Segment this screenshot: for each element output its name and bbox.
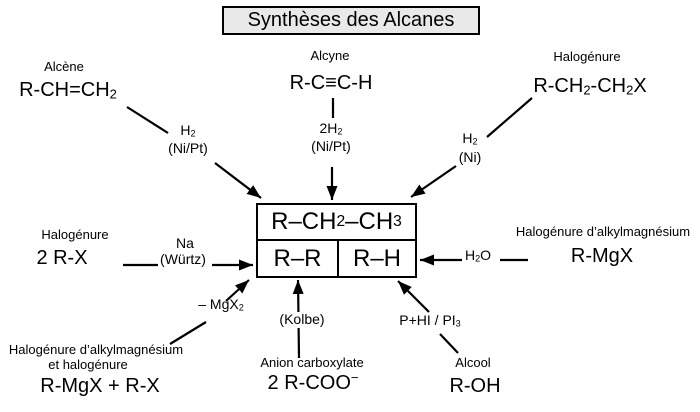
- h2o-label: H2O: [464, 247, 492, 264]
- grignard-right-formula: R-MgX: [570, 245, 634, 267]
- halide-left-formula: 2 R-X: [36, 247, 88, 269]
- alkene-h2-label: H2: [180, 122, 196, 139]
- alkyne-h2-label: 2H2: [319, 120, 343, 137]
- alkene-arrow: [214, 162, 262, 199]
- halide-left-category: Halogénure: [41, 227, 109, 242]
- grignard-right-category: Halogénure d’alkylmagnésium: [515, 224, 691, 239]
- product-rh: R–H: [352, 244, 401, 272]
- diagram-title: Synthèses des Alcanes: [222, 6, 480, 35]
- halide-top-h2-label: H2: [462, 130, 478, 147]
- alkene-formula: R-CH=CH2: [19, 79, 117, 102]
- mgx2-label: – MgX2: [198, 296, 244, 313]
- diagram-title-text: Synthèses des Alcanes: [247, 9, 455, 31]
- halide-top-arrow: [410, 165, 457, 198]
- phi-label: P+HI / PI3: [399, 312, 461, 329]
- grignard-bottom-category-line1: Halogénure d’alkylmagnésium: [8, 342, 184, 357]
- alcohol-line: [439, 333, 459, 354]
- carboxylate-formula: 2 R-COO−: [267, 369, 359, 394]
- halide-top-category: Halogénure: [553, 49, 621, 64]
- alkene-category: Alcène: [44, 59, 84, 74]
- phi-arrow: [397, 280, 430, 313]
- alcohol-category: Alcool: [455, 355, 491, 370]
- product-rr: R–R: [258, 241, 339, 276]
- mgx2-arrow: [225, 279, 250, 302]
- alcohol-formula: R-OH: [449, 375, 501, 397]
- product-row2: R–R R–H: [258, 241, 415, 276]
- wurtz-name-label: (Würtz): [160, 251, 206, 267]
- kolbe-label: (Kolbe): [276, 311, 328, 328]
- grignard-bottom-category-line2: et halogénure: [48, 357, 128, 372]
- mgx2-line: [169, 321, 207, 345]
- alkyne-catalyst-label: (Ni/Pt): [311, 138, 351, 154]
- wurtz-na-label: Na: [176, 235, 194, 251]
- alkene-catalyst-label: (Ni/Pt): [168, 140, 208, 156]
- halide-top-formula: R-CH2-CH2X: [533, 75, 647, 98]
- alkene-line: [126, 106, 169, 134]
- alkyne-category: Alcyne: [310, 48, 350, 63]
- alkyne-formula: R-C≡C-H: [289, 72, 373, 94]
- grignard-bottom-formula: R-MgX + R-X: [40, 375, 160, 397]
- halide-top-catalyst-label: (Ni): [458, 149, 482, 165]
- halide-top-line: [486, 97, 533, 138]
- carboxylate-category: Anion carboxylate: [260, 355, 364, 370]
